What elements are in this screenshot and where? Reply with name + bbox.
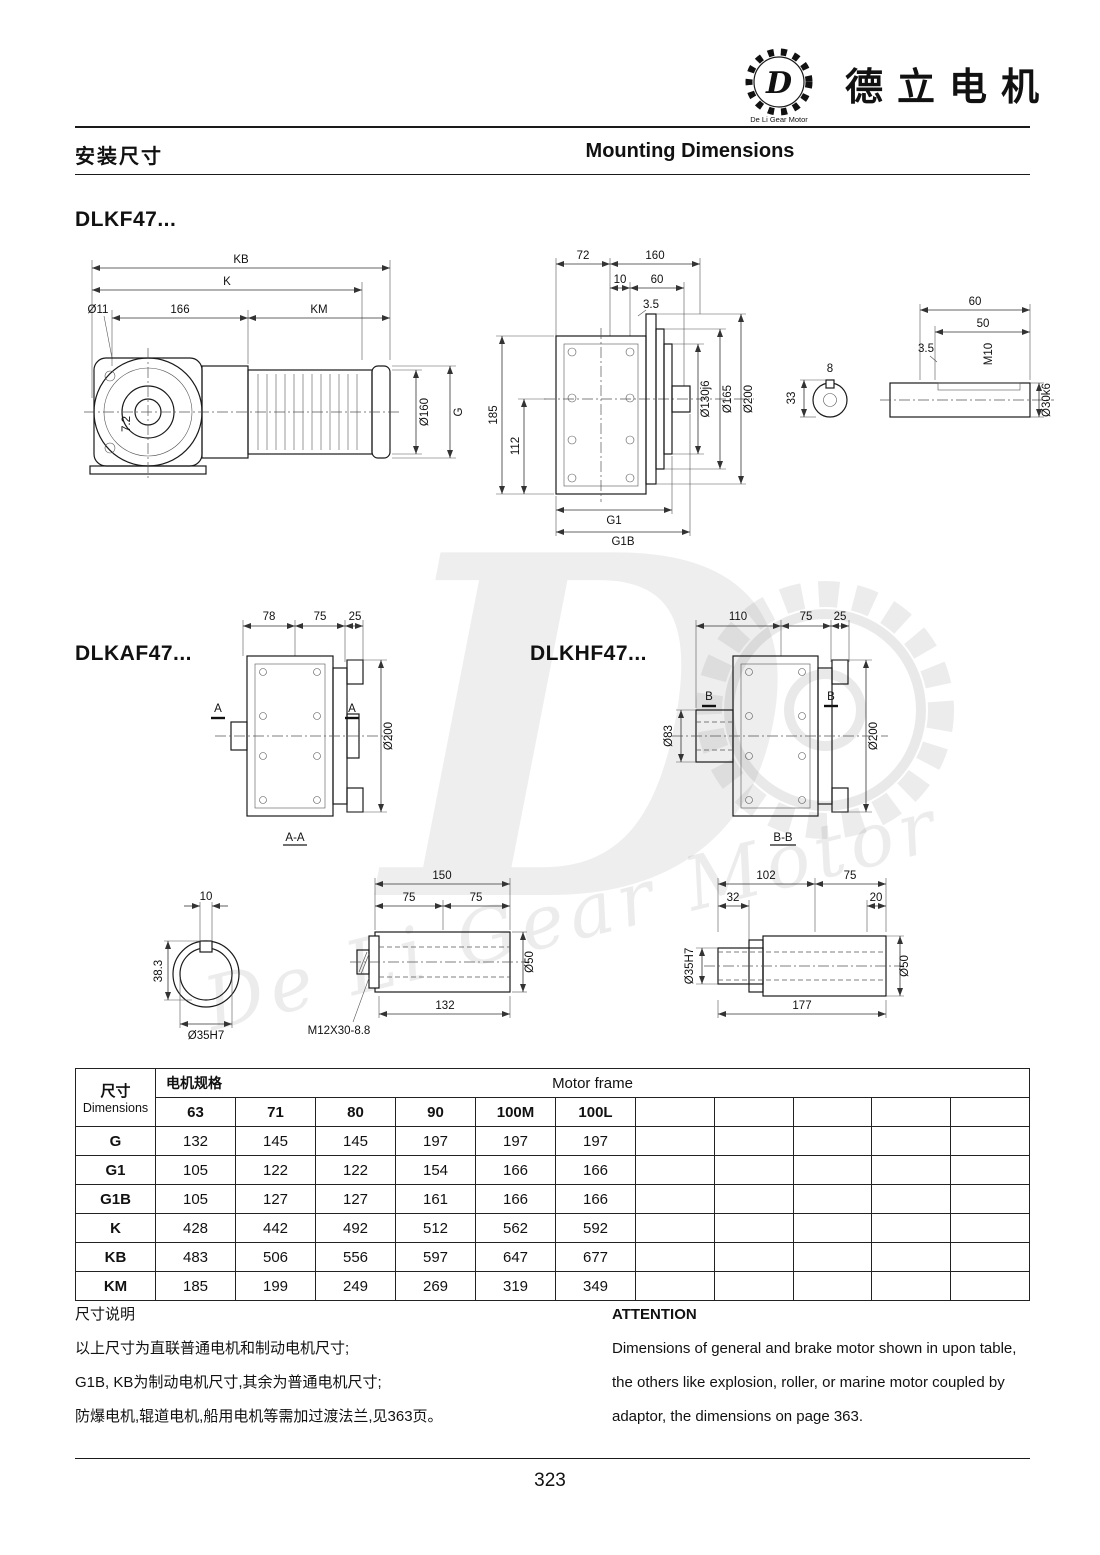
notes-cn-title: 尺寸说明: [75, 1306, 136, 1323]
notes-cn: 尺寸说明 以上尺寸为直联普通电机和制动电机尺寸; G1B, KB为制动电机尺寸,…: [75, 1298, 595, 1434]
table-header-motor-frame: 电机规格 Motor frame: [155, 1068, 1030, 1098]
dim-label: 25: [349, 611, 362, 623]
notes-cn-line: 以上尺寸为直联普通电机和制动电机尺寸;: [75, 1340, 350, 1357]
section-mark: B: [705, 691, 713, 703]
table-row: G1B 105 127 127 161 166 166: [75, 1184, 1030, 1214]
logo-subtitle: De Li Gear Motor: [750, 115, 808, 124]
dim-label: 177: [792, 1000, 811, 1012]
dim-label: 75: [844, 870, 857, 882]
dlkf47-front-view-drawing: 72 160 10 60 3.5 185 112 Ø130j6: [488, 250, 755, 548]
dim-label: 33: [786, 392, 798, 405]
table-row: G1 105 122 122 154 166 166: [75, 1155, 1030, 1185]
dim-label: Ø200: [743, 385, 755, 413]
dim-label: M12X30-8.8: [308, 1025, 371, 1037]
notes-en-line: Dimensions of general and brake motor sh…: [612, 1340, 1017, 1357]
section-mark: A: [348, 703, 356, 715]
dim-label: M10: [983, 343, 995, 365]
dim-label: 110: [729, 611, 747, 623]
dim-label: Ø50: [899, 955, 911, 977]
dim-label: 75: [314, 611, 327, 623]
dim-label: 8: [827, 363, 833, 375]
dim-label: 38.3: [153, 960, 165, 982]
model-heading-dlkf47: DLKF47...: [75, 208, 177, 231]
dim-label: Ø83: [663, 725, 675, 747]
dimensions-table: 尺寸 Dimensions 电机规格 Motor frame 63 71 80 …: [75, 1068, 1030, 1301]
dim-label: 50: [977, 318, 990, 330]
dim-label: KB: [233, 254, 249, 266]
dim-label: G1B: [611, 536, 634, 548]
dim-label: 150: [432, 870, 451, 882]
header-rule: [75, 126, 1030, 128]
dim-label: 75: [403, 892, 416, 904]
dim-label: 60: [651, 274, 664, 286]
dlkf47-side-view-drawing: KB K 166 KM Ø11 7.2 Ø160 G: [84, 254, 465, 478]
dim-label: Ø11: [88, 304, 109, 316]
dim-label: K: [223, 276, 231, 288]
notes-en-line: the others like explosion, roller, or ma…: [612, 1374, 1005, 1391]
dim-label: 75: [800, 611, 813, 623]
dim-label: KM: [310, 304, 327, 316]
table-header-dimensions: 尺寸 Dimensions: [75, 1068, 156, 1127]
title-rule: [75, 174, 1030, 175]
page-title-en: Mounting Dimensions: [585, 140, 795, 162]
notes-en-line: adaptor, the dimensions on page 363.: [612, 1408, 864, 1425]
dlkf47-shaft-detail-drawing: 60 50 3.5 8 33 M10 Ø30k6: [786, 296, 1054, 418]
table-row: KM 185 199 249 269 319 349: [75, 1271, 1030, 1301]
brand-name: 德立电机: [845, 64, 1054, 109]
section-label: A-A: [285, 832, 305, 844]
dim-label: 102: [756, 870, 775, 882]
table-row: K 428 442 492 512 562 592: [75, 1213, 1030, 1243]
dim-label: 112: [510, 437, 522, 455]
dim-label: 7.2: [121, 416, 133, 432]
notes-cn-line: 防爆电机,辊道电机,船用电机等需加过渡法兰,见363页。: [75, 1408, 443, 1425]
dim-label: 60: [969, 296, 982, 308]
section-mark: A: [214, 703, 222, 715]
hollow-shaft-drawing: 150 75 75 Ø50 132 M12X30-8.8: [308, 870, 536, 1037]
dim-label: Ø130j6: [700, 380, 712, 417]
dim-label: 10: [614, 274, 627, 286]
section-mark: B: [827, 691, 835, 703]
dlkhf47-drawing: 110 75 25 Ø83 B B Ø200 B-B: [663, 611, 888, 846]
dim-label: Ø165: [722, 385, 734, 413]
dim-label: Ø200: [868, 722, 880, 750]
dim-label: Ø35H7: [188, 1030, 224, 1042]
notes-en-title: ATTENTION: [612, 1306, 697, 1323]
dim-label: Ø30k6: [1041, 383, 1053, 417]
dim-label: G1: [606, 515, 621, 527]
notes-cn-line: G1B, KB为制动电机尺寸,其余为普通电机尺寸;: [75, 1374, 382, 1391]
dim-label: 25: [834, 611, 847, 623]
dim-label: 160: [645, 250, 664, 262]
dim-label: 132: [435, 1000, 454, 1012]
dim-label: 20: [870, 892, 883, 904]
dim-label: G: [453, 407, 465, 416]
model-heading-dlkaf47: DLKAF47...: [75, 642, 193, 665]
footer-rule: [75, 1458, 1030, 1459]
dim-label: 3.5: [643, 299, 659, 311]
dim-label: Ø200: [383, 722, 395, 750]
page-title-cn: 安装尺寸: [75, 146, 163, 168]
section-label: B-B: [773, 832, 793, 844]
dim-label: 3.5: [918, 343, 934, 355]
dim-label: 72: [577, 250, 590, 262]
dim-label: 32: [727, 892, 740, 904]
dim-label: 166: [170, 304, 189, 316]
section-bb-shaft-drawing: 102 75 32 20 Ø35H7 Ø50 177: [684, 870, 911, 1018]
dim-label: 185: [488, 405, 500, 424]
section-aa-drawing: 10 38.3 Ø35H7: [153, 891, 240, 1042]
dim-label: 10: [200, 891, 213, 903]
brand-logo-icon: D De Li Gear Motor: [745, 48, 813, 124]
dim-label: Ø35H7: [684, 948, 696, 984]
dim-label: 75: [470, 892, 483, 904]
table-row: G 132 145 145 197 197 197: [75, 1126, 1030, 1156]
notes-en: ATTENTION Dimensions of general and brak…: [612, 1298, 1042, 1434]
dim-label: 78: [263, 611, 276, 623]
frame-size-row: 63 71 80 90 100M 100L: [76, 1097, 1030, 1127]
logo-letter: D: [765, 66, 792, 101]
dim-label: Ø50: [524, 951, 536, 973]
page-number: 323: [534, 1470, 566, 1491]
dlkaf47-drawing: 78 75 25 A A Ø200 A-A: [211, 611, 395, 846]
model-heading-dlkhf47: DLKHF47...: [530, 642, 648, 665]
table-row: KB 483 506 556 597 647 677: [75, 1242, 1030, 1272]
dim-label: Ø160: [419, 398, 431, 426]
